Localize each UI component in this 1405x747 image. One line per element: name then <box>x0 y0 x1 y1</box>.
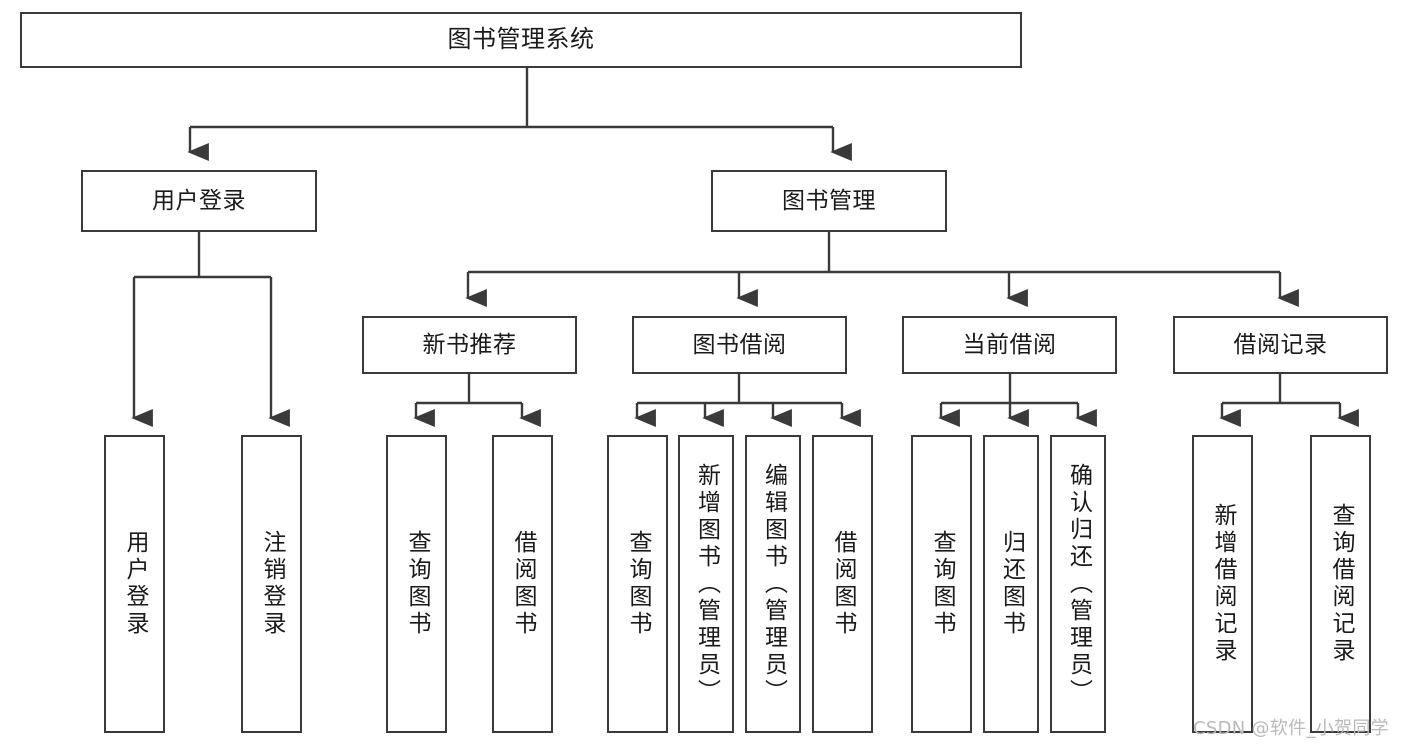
node-label: 图书管理 <box>782 187 876 214</box>
node-label: 图书管理系统 <box>447 25 595 54</box>
node-new-book-recommend[interactable]: 新书推荐 <box>362 316 577 374</box>
leaf-query-book-recommend[interactable]: 查询图书 <box>386 435 447 733</box>
node-book-manage[interactable]: 图书管理 <box>711 170 947 232</box>
leaf-return-book[interactable]: 归还图书 <box>983 435 1039 733</box>
node-book-borrow[interactable]: 图书借阅 <box>632 316 847 374</box>
leaf-add-book[interactable]: 新增图书（管理员） <box>678 435 734 733</box>
node-label: 新书推荐 <box>422 331 517 358</box>
node-borrow-record[interactable]: 借阅记录 <box>1173 316 1388 374</box>
node-label: 注销登录 <box>259 530 285 638</box>
node-label: 用户登录 <box>122 530 148 638</box>
leaf-borrow-book-recommend[interactable]: 借阅图书 <box>492 435 553 733</box>
node-user-login[interactable]: 用户登录 <box>81 170 317 232</box>
node-root-system[interactable]: 图书管理系统 <box>20 12 1022 68</box>
watermark: CSDN @软件_小贺同学 <box>1193 718 1389 739</box>
leaf-logout[interactable]: 注销登录 <box>241 435 302 733</box>
node-current-borrow[interactable]: 当前借阅 <box>902 316 1117 374</box>
leaf-query-book-current[interactable]: 查询图书 <box>911 435 972 733</box>
leaf-borrow-book[interactable]: 借阅图书 <box>812 435 873 733</box>
leaf-query-book-borrow[interactable]: 查询图书 <box>607 435 668 733</box>
node-label: 归还图书 <box>998 530 1025 638</box>
node-label: 用户登录 <box>152 187 246 214</box>
node-label: 查询图书 <box>625 530 651 638</box>
node-label: 借阅图书 <box>510 530 536 638</box>
leaf-confirm-return[interactable]: 确认归还（管理员） <box>1050 435 1106 733</box>
node-label: 新增借阅记录 <box>1210 503 1236 665</box>
node-label: 当前借阅 <box>962 331 1057 358</box>
node-label: 图书借阅 <box>692 331 787 358</box>
node-label: 借阅记录 <box>1233 331 1328 358</box>
node-label: 查询图书 <box>929 530 955 638</box>
leaf-query-borrow-record[interactable]: 查询借阅记录 <box>1310 435 1371 733</box>
leaf-user-login[interactable]: 用户登录 <box>104 435 165 733</box>
node-label: 借阅图书 <box>830 530 856 638</box>
node-label: 查询借阅记录 <box>1328 503 1354 665</box>
node-label: 编辑图书（管理员） <box>760 462 787 706</box>
leaf-add-borrow-record[interactable]: 新增借阅记录 <box>1192 435 1253 733</box>
node-label: 确认归还（管理员） <box>1065 462 1092 706</box>
node-label: 查询图书 <box>404 530 430 638</box>
node-label: 新增图书（管理员） <box>693 462 720 706</box>
leaf-edit-book[interactable]: 编辑图书（管理员） <box>745 435 801 733</box>
